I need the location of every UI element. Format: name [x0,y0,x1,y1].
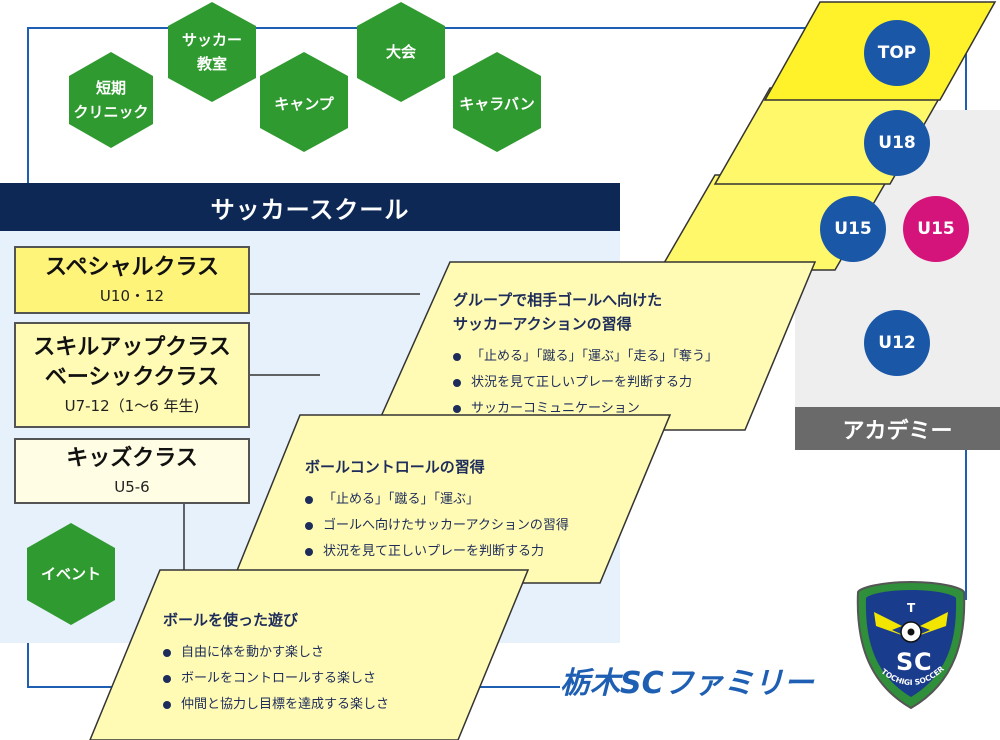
bullet-icon [305,522,313,530]
step-item-text: 「止める」「蹴る」「運ぶ」「走る」「奪う」 [471,349,719,364]
bullet-icon [305,548,313,556]
hexagon-event[interactable] [27,523,115,625]
class-age-skillup-basic: U7-12（1〜6 年生) [64,397,200,415]
academy-title: アカデミー [842,418,953,444]
class-name-kids: キッズクラス [66,446,198,471]
hexagon-label-soccer-class: サッカー 教室 [181,31,242,73]
academy-circle-u12[interactable]: U12 [864,310,930,376]
academy-label-u18: U18 [878,133,916,153]
step-title-1: グループで相手ゴールへ向けた サッカーアクションの習得 [453,291,663,333]
step-title-3: ボールを使った遊び [163,611,299,629]
step-item: 自由に体を動かす楽しさ [163,640,463,666]
hexagon-label-caravan: キャラバン [459,95,535,113]
step-text-3: ボールを使った遊び 自由に体を動かす楽しさ ボールをコントロールする楽しさ 仲間… [163,608,463,718]
step-item: 仲間と協力し目標を達成する楽しさ [163,692,463,718]
class-age-special: U10・12 [99,287,165,305]
hexagon-label-event: イベント [40,565,101,583]
academy-circle-u18[interactable]: U18 [864,110,930,176]
step-item: 「止める」「蹴る」「運ぶ」 [305,487,625,513]
school-title-bar: サッカースクール [0,183,620,231]
step-item: ゴールへ向けたサッカーアクションの習得 [305,513,625,539]
academy-label-top: TOP [877,43,917,63]
svg-text:T: T [907,601,916,615]
family-frame-line [27,27,820,183]
tochigi-sc-crest-icon: S C T TOCHIGI SOCCER CLUB [852,578,966,710]
hexagon-label-short-clinic: 短期 クリニック [73,79,149,121]
class-name-special: スペシャルクラス [44,255,220,280]
step-text-1: グループで相手ゴールへ向けた サッカーアクションの習得 「止める」「蹴る」「運ぶ… [453,288,773,422]
hexagon-short-clinic[interactable] [69,52,153,148]
step-card-3 [89,569,530,740]
step-item: 状況を見て正しいプレーを判断する力 [305,539,625,565]
svg-text:S: S [896,648,913,676]
class-box-skillup-basic[interactable]: スキルアップクラス ベーシッククラス U7-12（1〜6 年生) [14,322,250,428]
class-box-special[interactable]: スペシャルクラス U10・12 [14,246,250,314]
step-text-2: ボールコントロールの習得 「止める」「蹴る」「運ぶ」 ゴールへ向けたサッカーアク… [305,455,625,565]
step-item: 「止める」「蹴る」「運ぶ」「走る」「奪う」 [453,344,773,370]
bullet-icon [453,405,461,413]
academy-title-bar: アカデミー [795,407,1000,450]
class-box-kids[interactable]: キッズクラス U5-6 [14,438,250,504]
academy-circle-top[interactable]: TOP [864,20,930,86]
step-item-text: 仲間と協力し目標を達成する楽しさ [181,697,390,712]
academy-label-u12: U12 [878,333,916,353]
step-item: サッカーコミュニケーション [453,396,773,422]
hexagon-label-camp: キャンプ [274,95,334,113]
family-label: 栃木SCファミリー [560,666,814,701]
academy-circle-u15[interactable]: U15 [820,196,886,262]
bullet-icon [163,649,171,657]
svg-text:C: C [914,648,932,676]
class-age-kids: U5-6 [114,478,150,496]
hexagon-caravan[interactable] [453,52,541,152]
step-item-text: ボールをコントロールする楽しさ [181,671,377,686]
bullet-icon [305,496,313,504]
step-item-text: 自由に体を動かす楽しさ [181,645,325,660]
school-title: サッカースクール [210,195,410,224]
academy-label-u15: U15 [834,219,872,239]
step-item-text: ゴールへ向けたサッカーアクションの習得 [323,518,569,533]
step-card-1 [373,261,817,431]
hexagon-label-tournament: 大会 [385,43,416,61]
step-item: 状況を見て正しいプレーを判断する力 [453,370,773,396]
bullet-icon [453,353,461,361]
step-title-2: ボールコントロールの習得 [305,458,485,476]
step-item-text: 「止める」「蹴る」「運ぶ」 [323,492,480,507]
hexagon-camp[interactable] [260,52,348,152]
academy-label-u15-ladies: U15 [917,219,955,239]
hexagon-soccer-class[interactable] [168,2,256,102]
bullet-icon [163,701,171,709]
step-item-text: 状況を見て正しいプレーを判断する力 [323,544,545,559]
class-name-skillup-basic: スキルアップクラス ベーシッククラス [33,335,231,390]
academy-circle-u15-ladies[interactable]: U15 [903,196,969,262]
bullet-icon [453,379,461,387]
hexagon-tournament[interactable] [357,2,445,102]
step-item-text: サッカーコミュニケーション [471,401,640,416]
step-item: ボールをコントロールする楽しさ [163,666,463,692]
step-card-2 [230,414,672,584]
step-item-text: 状況を見て正しいプレーを判断する力 [471,375,693,390]
bullet-icon [163,675,171,683]
